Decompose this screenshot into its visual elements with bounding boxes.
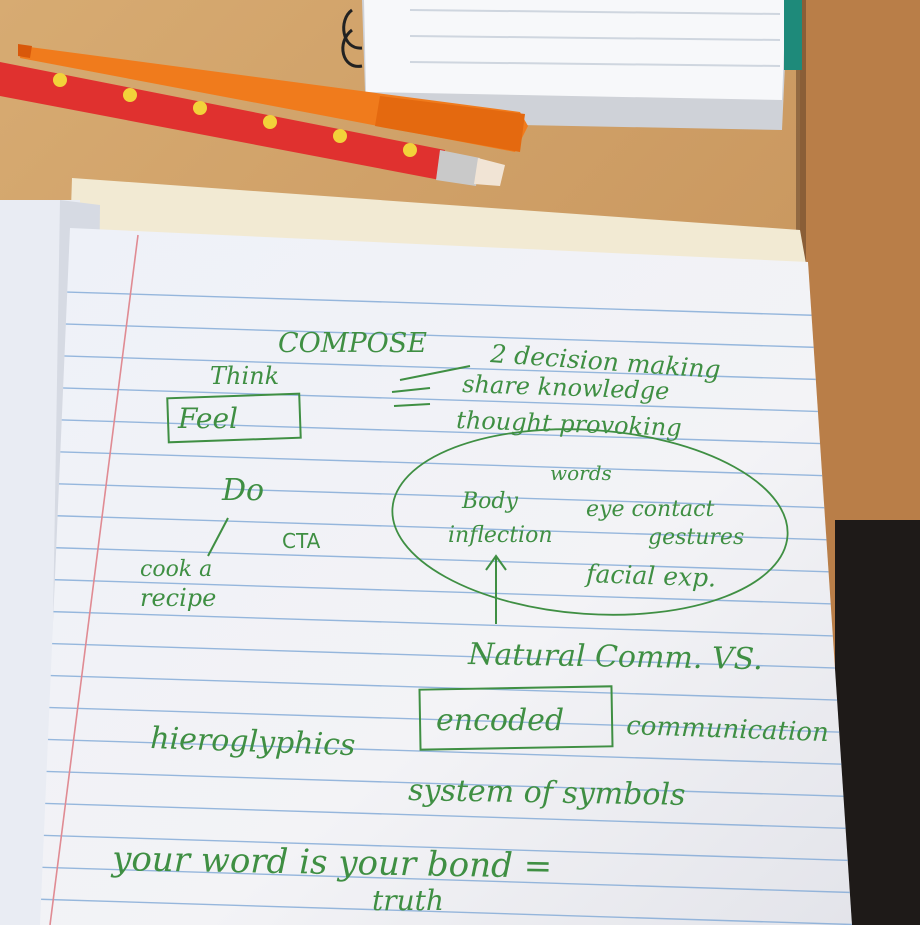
note-eye-contact: eye contact — [586, 497, 714, 522]
dark-floor — [835, 520, 920, 925]
note-inflection: inflection — [448, 523, 553, 548]
patterned-pencil — [0, 62, 505, 186]
note-do: Do — [221, 473, 264, 508]
note-system-of-symbols: system of symbols — [408, 773, 686, 813]
orange-pen — [18, 44, 528, 152]
note-hieroglyphics: hieroglyphics — [150, 721, 356, 763]
margin-line — [49, 234, 139, 925]
do-branch-line — [207, 517, 229, 557]
feel-box — [166, 392, 302, 444]
note-recipe: recipe — [140, 584, 216, 612]
note-truth: truth — [372, 884, 444, 917]
note-natural-comm: Natural Comm. VS. — [467, 637, 763, 677]
note-words: words — [550, 461, 612, 485]
index-card-stack — [341, 0, 802, 130]
ruled-lines — [40, 234, 852, 925]
arrow-head — [485, 554, 507, 571]
communication-ellipse — [391, 428, 789, 616]
note-body: Body — [461, 489, 518, 514]
note-think: Think — [210, 362, 279, 390]
equals-line-2 — [391, 387, 431, 393]
equals-line-1 — [399, 365, 471, 381]
note-cta: CTA — [282, 529, 321, 553]
note-your-word: your word is your bond = — [110, 839, 553, 887]
note-facial-exp: facial exp. — [584, 559, 717, 593]
cream-paper — [70, 178, 808, 275]
note-feel: Feel — [177, 402, 238, 435]
note-encoded: encoded — [436, 703, 564, 738]
note-compose: COMPOSE — [278, 328, 427, 359]
note-communication: communication — [626, 711, 829, 748]
encoded-box — [418, 685, 614, 751]
equals-line-3 — [393, 403, 431, 407]
note-cook-a: cook a — [140, 557, 212, 582]
note-gestures: gestures — [648, 525, 744, 550]
